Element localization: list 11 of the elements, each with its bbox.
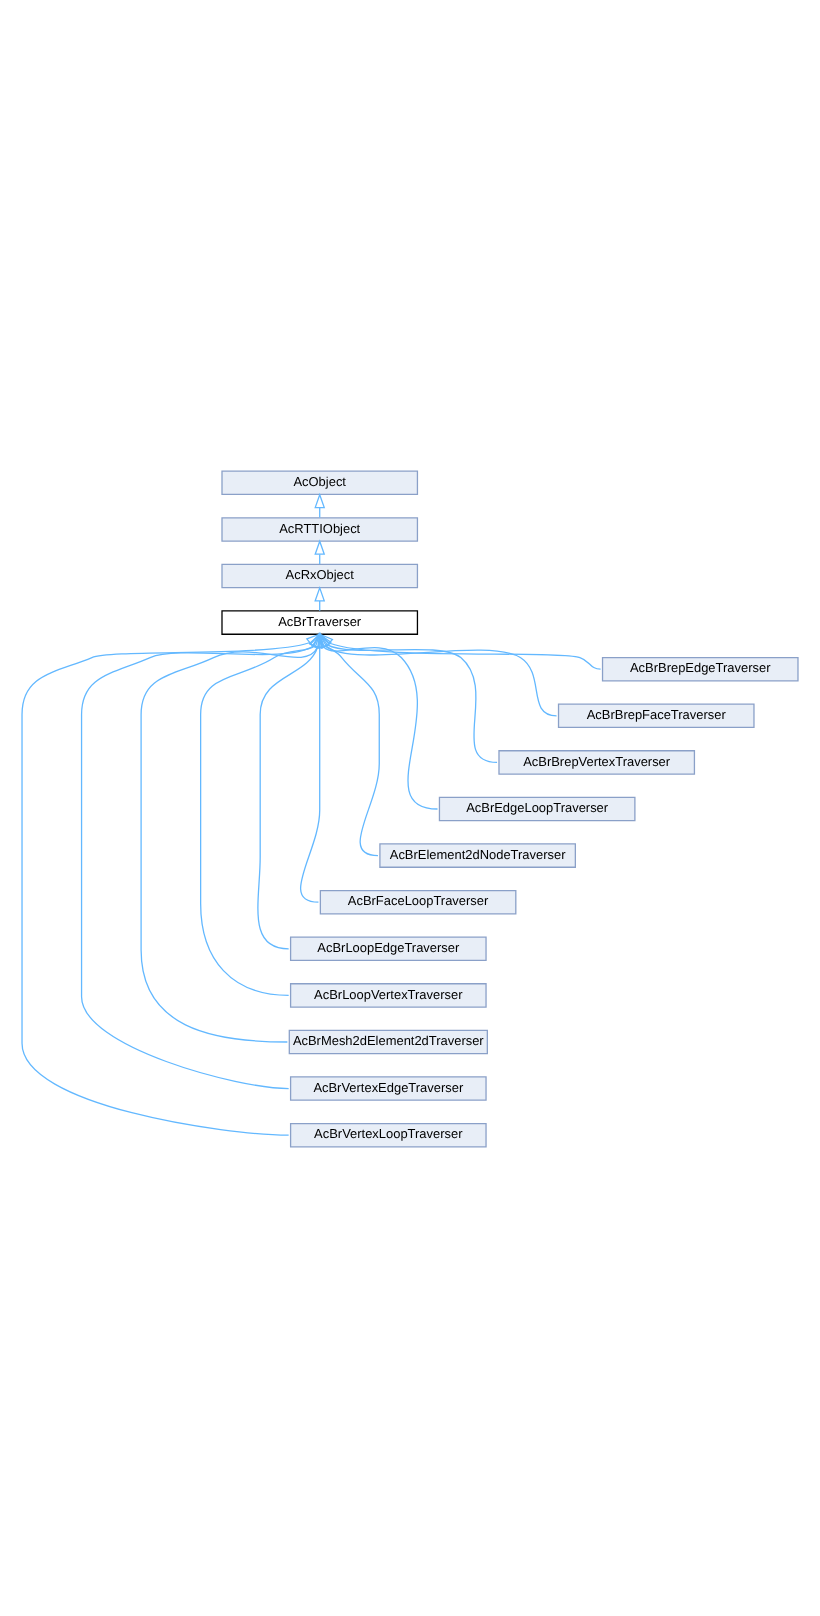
arrow	[318, 631, 602, 669]
arrow	[318, 631, 558, 716]
arrow	[257, 631, 323, 949]
arrow	[21, 632, 322, 1135]
arrow	[80, 631, 321, 1089]
arrow	[200, 631, 321, 996]
arrow	[140, 631, 323, 1042]
arrow	[299, 631, 326, 902]
arrow	[318, 631, 380, 856]
arrow	[318, 631, 439, 809]
arrow	[318, 631, 498, 763]
